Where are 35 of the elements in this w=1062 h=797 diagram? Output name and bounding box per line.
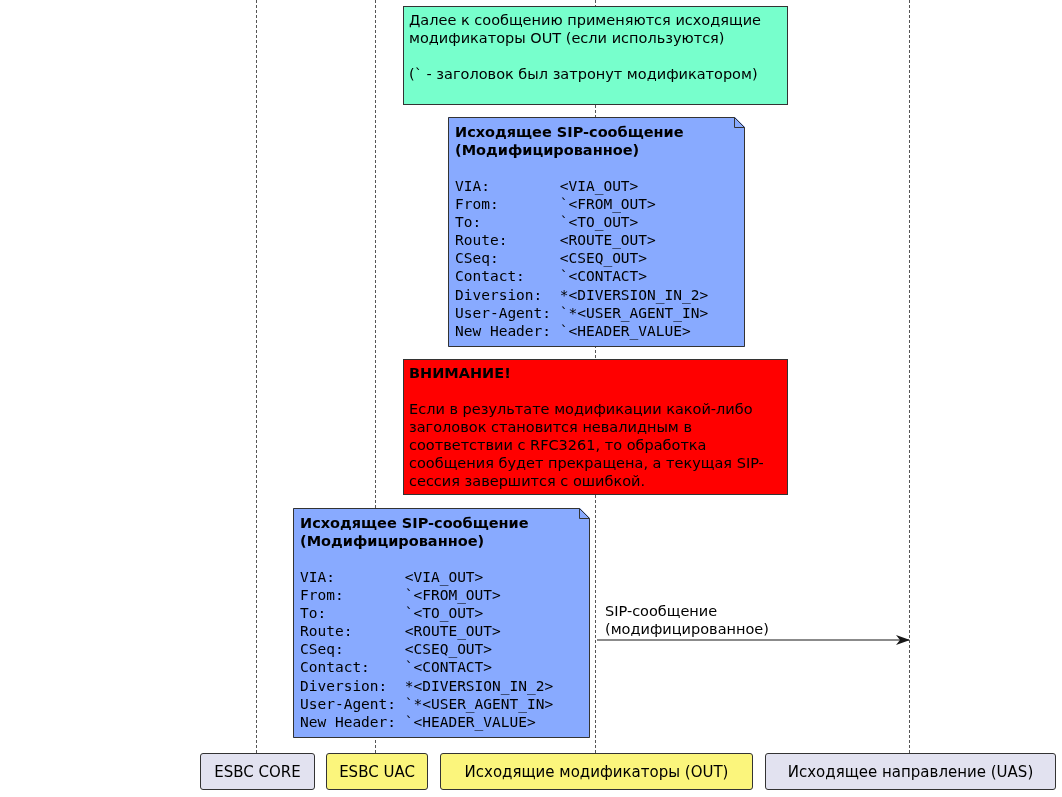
header-line: VIA: <VIA_OUT> [455, 177, 640, 196]
header-line: To: `<TO_OUT> [455, 213, 640, 232]
header-line: User-Agent: `*<USER_AGENT_IN> [455, 304, 710, 322]
header-line: From: `<FROM_OUT> [300, 586, 502, 605]
warning-note [403, 359, 788, 495]
header-line: Route: <ROUTE_OUT> [455, 231, 657, 250]
warning-heading: ВНИМАНИЕ! [409, 364, 512, 382]
note-box [293, 508, 590, 738]
note-text: (` - заголовок был затронут модификатором) [409, 65, 759, 83]
lifeline [909, 0, 911, 753]
header-line: To: `<TO_OUT> [300, 604, 485, 623]
lifeline [256, 0, 258, 753]
participant-box: Исходящее направление (UAS) [765, 753, 1056, 790]
header-line: Route: <ROUTE_OUT> [300, 622, 502, 641]
header-line: New Header: `<HEADER_VALUE> [455, 322, 692, 340]
participant-box: Исходящие модификаторы (OUT) [440, 753, 753, 790]
header-line: CSeq: <CSEQ_OUT> [300, 640, 494, 659]
header-line: Diversion: *<DIVERSION_IN_2> [455, 285, 710, 304]
header-line: From: `<FROM_OUT> [455, 195, 657, 214]
participant-box: ESBC CORE [200, 753, 315, 790]
header-line: VIA: <VIA_OUT> [300, 568, 485, 587]
note-heading: Исходящее SIP-сообщение (Модифицированное) [300, 514, 530, 550]
warning-text: Если в результате модификации какой-либо заголовок становится невалидным в соответствии с RFC3261, то обработка сообщения будет прекращена, а текущая SIP-сессия завершится с ошибкой. [409, 400, 765, 490]
participant-box: ESBC UAC [326, 753, 428, 790]
note-box [403, 6, 788, 105]
note-text: Далее к сообщению применяются исходящие модификаторы OUT (если используются) [409, 11, 762, 47]
header-line: New Header: `<HEADER_VALUE> [300, 713, 537, 731]
note-heading: Исходящее SIP-сообщение (Модифицированное) [455, 123, 685, 159]
header-line: Contact: `<CONTACT> [455, 267, 649, 286]
header-line: User-Agent: `*<USER_AGENT_IN> [300, 695, 555, 713]
arrow [596, 635, 910, 645]
header-line: Diversion: *<DIVERSION_IN_2> [300, 676, 555, 695]
header-line: CSeq: <CSEQ_OUT> [455, 249, 649, 268]
note-box [448, 117, 745, 347]
header-line: Contact: `<CONTACT> [300, 658, 494, 677]
